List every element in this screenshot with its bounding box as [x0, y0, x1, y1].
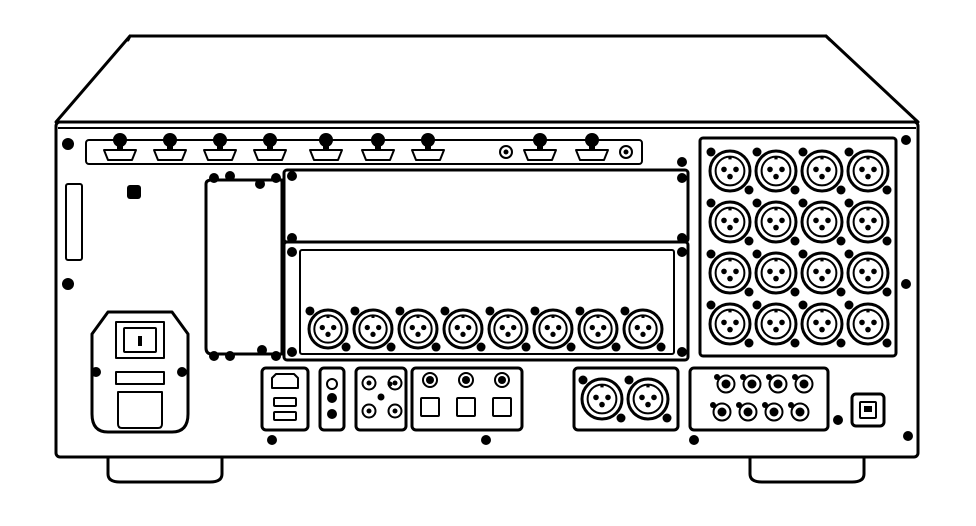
- xlr-connector: [844, 300, 892, 348]
- xlr-connector: [706, 300, 754, 348]
- din-connector: [788, 402, 810, 422]
- din-connector: [792, 374, 814, 394]
- screw: [62, 278, 74, 290]
- xlr-connector: [752, 300, 800, 348]
- xlr-connector: [578, 375, 626, 423]
- optical-port: [492, 372, 512, 417]
- bnc-connector: [203, 133, 237, 161]
- label-slot: [65, 183, 83, 261]
- chassis-top: [54, 34, 920, 124]
- bnc-connector: [309, 133, 343, 161]
- jack-strip: [318, 366, 346, 432]
- xlr-connector: [798, 147, 846, 195]
- din-connector: [736, 402, 758, 422]
- xlr-connector: [844, 198, 892, 246]
- bnc-connector: [253, 133, 287, 161]
- bnc-connector: [575, 133, 609, 161]
- xlr-connector: [798, 249, 846, 297]
- xlr-connector: [798, 198, 846, 246]
- usb-port: [273, 411, 297, 421]
- screw: [62, 138, 74, 150]
- xlr-connector: [485, 306, 531, 352]
- optical-block: [410, 366, 524, 445]
- din-connector: [740, 374, 762, 394]
- xlr-connector: [752, 249, 800, 297]
- rca-jack: [361, 375, 377, 391]
- right-foot: [748, 454, 866, 484]
- xlr-connector: [620, 306, 666, 352]
- rca-block: [354, 366, 408, 432]
- din-connector: [766, 374, 788, 394]
- xlr-connector: [530, 306, 576, 352]
- din-connector: [762, 402, 784, 422]
- rca-jack: [387, 403, 403, 419]
- xlr-connector: [706, 198, 754, 246]
- panel-screws: [901, 135, 913, 441]
- rca-jack: [361, 403, 377, 419]
- din-connector: [710, 402, 732, 422]
- xlr-connector: [752, 147, 800, 195]
- xlr-connector: [706, 249, 754, 297]
- xlr-pair: [572, 366, 680, 432]
- feet: [106, 454, 866, 484]
- bnc-rail: [85, 133, 643, 165]
- xlr-connector: [624, 375, 672, 423]
- blank-plate: [204, 171, 284, 361]
- din-panel: [688, 366, 843, 445]
- optical-port: [420, 372, 440, 417]
- din-connector: [714, 374, 736, 394]
- upper-card: [282, 157, 690, 244]
- xlr-connector: [575, 306, 621, 352]
- xlr-connector: [395, 306, 441, 352]
- ground-terminal: [127, 185, 141, 199]
- ethernet-port: [271, 373, 299, 389]
- xlr-connector: [440, 306, 486, 352]
- xlr-connector: [706, 147, 754, 195]
- bnc-connector: [153, 133, 187, 161]
- left-details: [62, 138, 141, 290]
- bnc-connector: [103, 133, 137, 161]
- xlr-connector: [305, 306, 351, 352]
- lower-card: [282, 240, 690, 362]
- power-inlet: [90, 310, 190, 434]
- service-port: [850, 392, 886, 428]
- xlr-connector: [798, 300, 846, 348]
- bnc-connector: [523, 133, 557, 161]
- network-usb: [260, 366, 310, 445]
- optical-port: [456, 372, 476, 417]
- xlr-block-right: [698, 136, 898, 358]
- bnc-connector: [361, 133, 395, 161]
- xlr-connector: [350, 306, 396, 352]
- xlr-connector: [844, 147, 892, 195]
- usb-port: [273, 397, 297, 407]
- bnc-connector: [411, 133, 445, 161]
- xlr-connector: [844, 249, 892, 297]
- left-foot: [106, 454, 224, 484]
- xlr-connector: [752, 198, 800, 246]
